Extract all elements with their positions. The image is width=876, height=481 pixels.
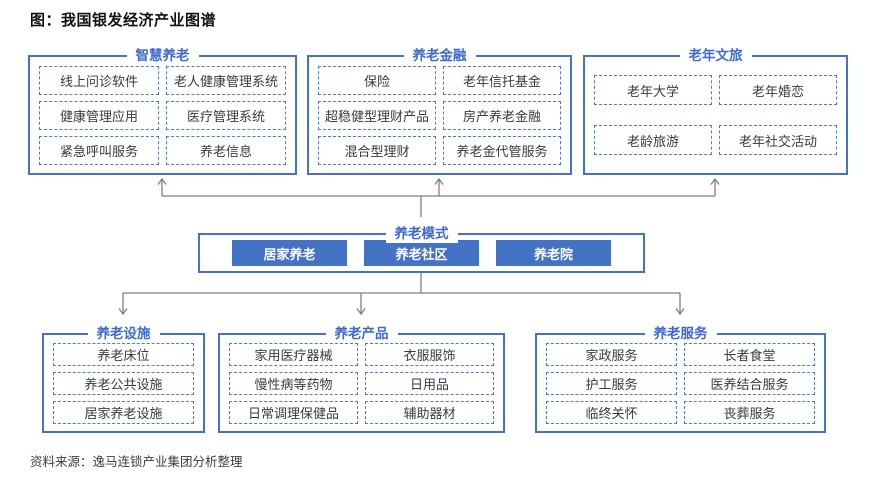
group-elderly-culture-tourism: 老年文旅 老年大学 老年婚恋 老龄旅游 老年社交活动 (583, 47, 848, 175)
item-ultra-stable-wealth-products: 超稳健型理财产品 (318, 100, 436, 130)
item-senior-canteen: 长者食堂 (684, 342, 815, 366)
item-home-care-facilities: 居家养老设施 (53, 400, 194, 424)
item-senior-dating: 老年婚恋 (719, 75, 837, 105)
item-emergency-call-service: 紧急呼叫服务 (39, 135, 159, 165)
group-elderly-products: 养老产品 家用医疗器械 衣服服饰 慢性病等药物 日用品 日常调理保健品 辅助器材 (218, 325, 505, 433)
group-elderly-finance: 养老金融 保险 老年信托基金 超稳健型理财产品 房产养老金融 混合型理财 养老金… (307, 47, 572, 175)
item-property-pension-finance: 房产养老金融 (443, 100, 561, 130)
group-title: 养老金融 (403, 47, 476, 65)
item-insurance: 保险 (318, 65, 436, 95)
item-health-mgmt-app: 健康管理应用 (39, 100, 159, 130)
item-caregiver-service: 护工服务 (546, 371, 677, 395)
item-chronic-disease-medicine: 慢性病等药物 (229, 371, 358, 395)
item-elderly-care-info: 养老信息 (166, 135, 286, 165)
group-elderly-facilities: 养老设施 养老床位 养老公共设施 居家养老设施 (42, 325, 205, 433)
item-senior-university: 老年大学 (594, 75, 712, 105)
group-smart-elderly-care: 智慧养老 线上问诊软件 老人健康管理系统 健康管理应用 医疗管理系统 紧急呼叫服… (28, 47, 297, 175)
item-home-medical-devices: 家用医疗器械 (229, 342, 358, 366)
figure-title: 图：我国银发经济产业图谱 (30, 12, 217, 29)
node-care-community: 养老社区 (364, 240, 479, 266)
item-mixed-wealth-mgmt: 混合型理财 (318, 135, 436, 165)
item-public-care-facilities: 养老公共设施 (53, 371, 194, 395)
group-title: 智慧养老 (126, 47, 199, 65)
group-elderly-services: 养老服务 家政服务 长者食堂 护工服务 医养结合服务 临终关怀 丧葬服务 (535, 325, 826, 433)
item-medical-care-integration: 医养结合服务 (684, 371, 815, 395)
group-title: 养老服务 (644, 325, 717, 343)
node-home-based-care: 居家养老 (232, 240, 347, 266)
group-elderly-care-models: 养老模式 居家养老 养老社区 养老院 (198, 225, 645, 273)
group-title: 老年文旅 (679, 47, 752, 65)
group-title: 养老产品 (325, 325, 398, 343)
item-pension-custody-service: 养老金代管服务 (443, 135, 561, 165)
item-hospice-care: 临终关怀 (546, 400, 677, 424)
item-senior-social-activities: 老年社交活动 (719, 125, 837, 155)
item-daily-health-supplements: 日常调理保健品 (229, 400, 358, 424)
group-title: 养老设施 (87, 325, 160, 343)
item-elderly-trust-fund: 老年信托基金 (443, 65, 561, 95)
item-assistive-equipment: 辅助器材 (365, 400, 494, 424)
item-medical-mgmt-system: 医疗管理系统 (166, 100, 286, 130)
item-housekeeping-service: 家政服务 (546, 342, 677, 366)
item-online-consult-software: 线上问诊软件 (39, 65, 159, 95)
node-nursing-home: 养老院 (496, 240, 611, 266)
item-funeral-service: 丧葬服务 (684, 400, 815, 424)
item-elderly-health-mgmt-system: 老人健康管理系统 (166, 65, 286, 95)
item-clothing: 衣服服饰 (365, 342, 494, 366)
item-care-beds: 养老床位 (53, 342, 194, 366)
group-title: 养老模式 (385, 225, 458, 243)
source-note: 资料来源：逸马连锁产业集团分析整理 (30, 455, 243, 469)
item-daily-necessities: 日用品 (365, 371, 494, 395)
item-senior-tourism: 老龄旅游 (594, 125, 712, 155)
